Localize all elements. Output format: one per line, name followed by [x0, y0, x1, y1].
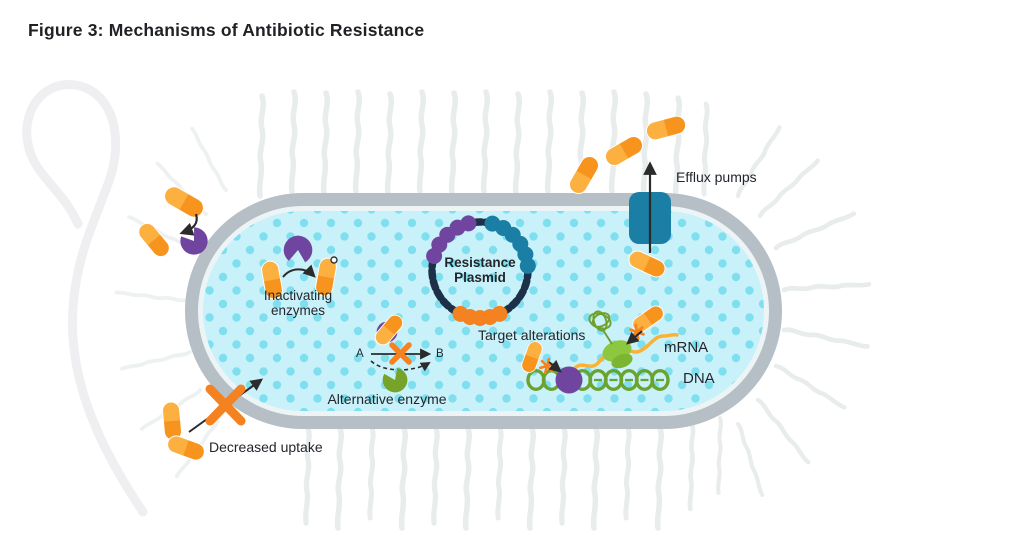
- antibiotic-pill: [161, 401, 182, 441]
- antibiotic-pill: [161, 183, 208, 222]
- blocked-cross: [389, 342, 412, 365]
- inactivating-enzymes-mechanism: [260, 234, 338, 301]
- plasmid-teal-beads: [484, 215, 536, 274]
- attack-arrow: [626, 330, 643, 345]
- antibiotic-pill: [602, 132, 647, 169]
- alternative-enzyme-mechanism: [370, 311, 432, 397]
- membrane-enzyme-attack: [135, 183, 214, 261]
- flagella-and-pili: [22, 80, 869, 528]
- nascent-protein: [588, 310, 613, 345]
- attack-arrow: [548, 359, 562, 373]
- decreased-uptake-mechanism: [161, 378, 264, 463]
- plasmid-purple-beads: [426, 215, 477, 264]
- dna-strand: [526, 369, 670, 392]
- resistance-plasmid: [426, 215, 536, 326]
- blocked-cross: [205, 384, 246, 426]
- curved-arrow: [282, 264, 316, 278]
- plasmid-orange-beads: [452, 305, 508, 326]
- antibiotic-pill: [644, 113, 689, 142]
- curved-arrow: [179, 213, 198, 236]
- antibiotic-pill: [566, 152, 603, 197]
- flagellum-loop: [22, 80, 148, 517]
- target-alterations-mechanism: [519, 302, 679, 394]
- antibiotic-pill: [165, 433, 208, 463]
- degraded-pill-bubble: [330, 256, 338, 264]
- efflux-pump-mechanism: [566, 113, 689, 280]
- figure-title: Figure 3: Mechanisms of Antibiotic Resis…: [28, 20, 425, 40]
- antibiotic-pill: [135, 220, 174, 261]
- ribosome-small-subunit: [611, 353, 633, 369]
- rna-polymerase: [555, 366, 583, 394]
